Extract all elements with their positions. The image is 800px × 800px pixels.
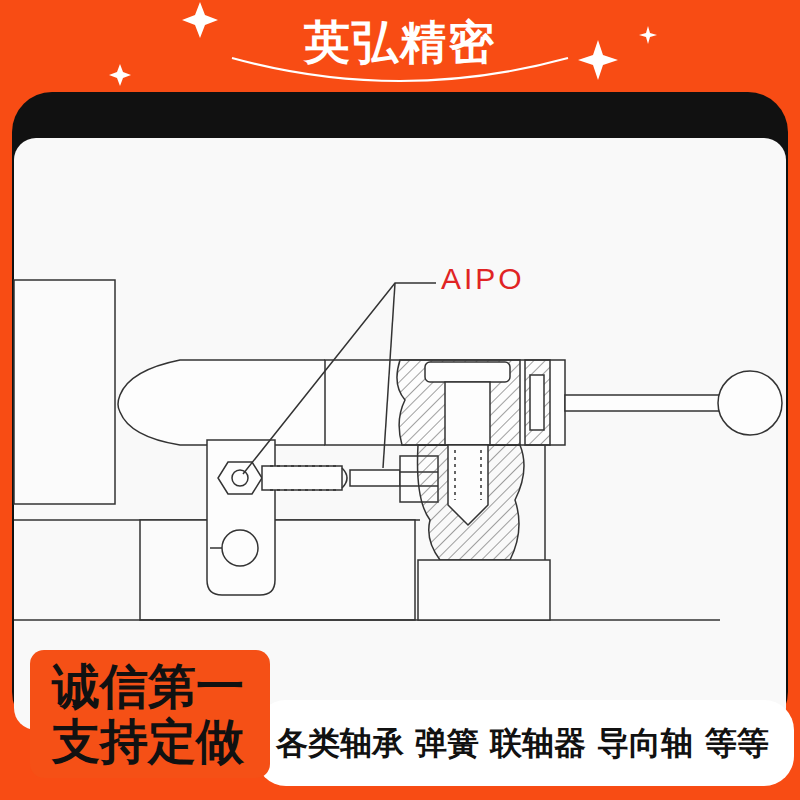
page-title: 英弘精密: [0, 12, 800, 74]
node-text: 各类轴承 弹簧 联轴器 导向轴 等等: [276, 725, 774, 762]
black-frame: [12, 92, 788, 732]
product-band: 各类轴承 弹簧 联轴器 导向轴 等等: [256, 700, 794, 786]
part-label: AIPO: [441, 262, 525, 296]
white-panel: [14, 138, 786, 730]
slogan-box: 诚信第一 支持定做: [30, 650, 270, 778]
node-text: 诚信第一 支持定做: [52, 659, 248, 769]
clamp-drawing: [14, 280, 782, 620]
